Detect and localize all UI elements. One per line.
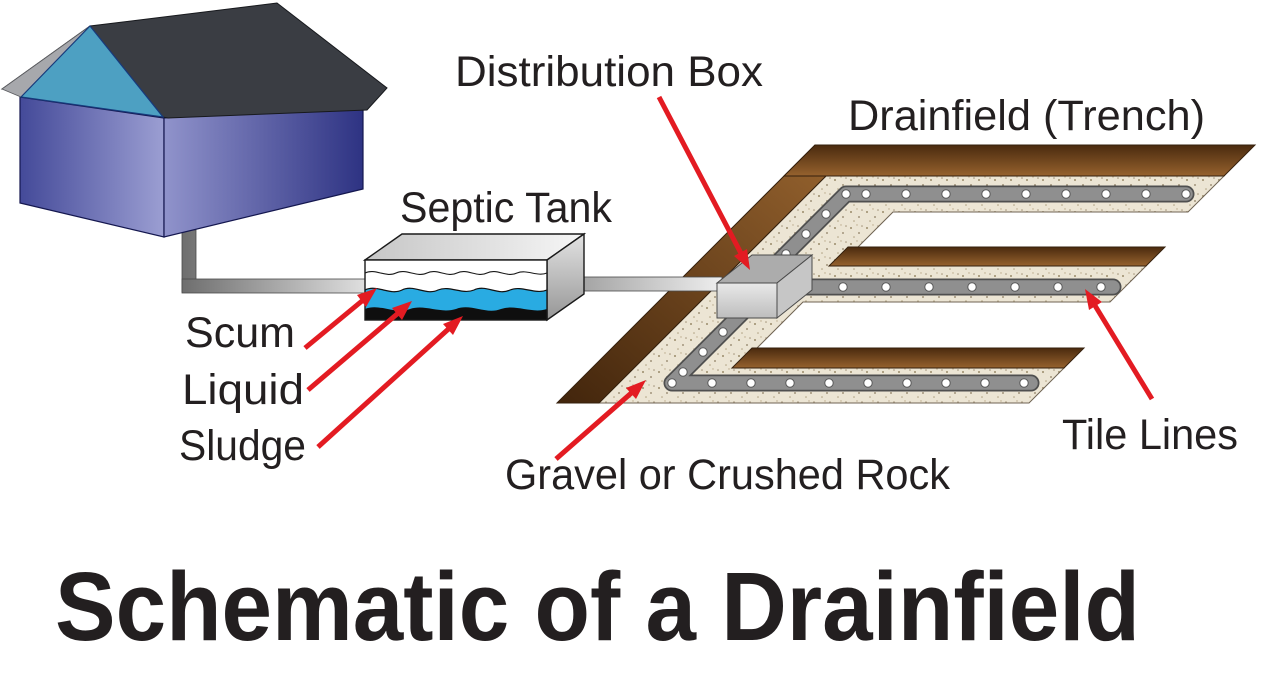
distribution-box-front <box>716 282 778 319</box>
tile-lines-label: Tile Lines <box>1062 411 1238 459</box>
sludge-arrow <box>316 322 456 449</box>
house <box>0 2 388 238</box>
trench-wall-top <box>782 144 1257 177</box>
liquid-arrow <box>306 307 405 392</box>
liquid-layer-line <box>364 287 548 293</box>
septic-tank-top <box>362 233 587 261</box>
trench-wall-bottom <box>730 347 1086 369</box>
pipe-perforations <box>667 189 1191 388</box>
sludge-layer <box>365 307 547 320</box>
callout-arrows <box>303 95 1155 461</box>
drainfield-trench <box>555 144 1257 404</box>
trench-wall-middle <box>827 246 1167 267</box>
distribution-box-arrowhead <box>734 249 750 270</box>
gravel-label: Gravel or Crushed Rock <box>505 451 950 499</box>
gravel-arrow <box>554 386 639 461</box>
liquid-arrowhead <box>392 301 412 320</box>
house-gable <box>19 25 165 118</box>
septic-tank-label: Septic Tank <box>400 184 612 232</box>
sludge-label: Sludge <box>179 422 306 470</box>
gravel-arrowhead <box>626 380 646 399</box>
house-pipe-horizontal <box>181 278 367 294</box>
scum-label: Scum <box>185 309 295 357</box>
labels: Distribution Box Drainfield (Trench) Sep… <box>179 48 1238 499</box>
tile-lines-arrow <box>1088 297 1155 401</box>
distribution-box <box>715 253 814 320</box>
scum-arrow <box>303 294 370 350</box>
tile-lines-arrowhead <box>1085 289 1102 310</box>
distribution-box-label: Distribution Box <box>455 48 763 96</box>
scum-arrowhead <box>357 288 377 307</box>
distribution-box-arrow <box>656 95 747 261</box>
septic-tank <box>362 232 587 322</box>
scum-layer-line <box>364 271 548 275</box>
house-front-wall <box>19 96 165 238</box>
liquid-label: Liquid <box>182 366 304 414</box>
page-title: Schematic of a Drainfield <box>55 552 1140 661</box>
drainfield-label: Drainfield (Trench) <box>848 92 1205 140</box>
sludge-arrowhead <box>443 316 463 335</box>
liquid-layer <box>365 288 547 313</box>
house-sewer-pipe <box>181 229 367 294</box>
